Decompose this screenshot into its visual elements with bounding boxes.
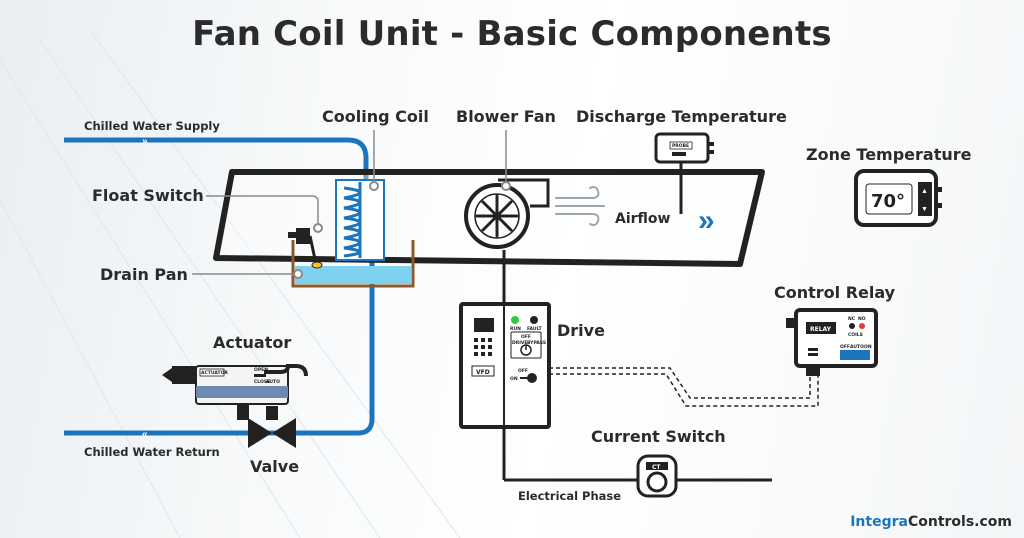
electrical-phase-label: Electrical Phase — [518, 489, 621, 503]
relay-off-label: OFF — [840, 344, 850, 350]
cooling-coil-pointer — [369, 181, 379, 191]
drive-fault-label: FAULT — [527, 326, 543, 332]
float-switch-pointer — [313, 223, 323, 233]
drive-vfd-label: VFD — [476, 369, 490, 376]
relay-auto-label: AUTO — [850, 344, 864, 350]
drive-off-label: OFF — [521, 334, 531, 340]
actuator — [162, 364, 308, 420]
float-switch-label: Float Switch — [92, 186, 204, 205]
vfd-drive — [459, 302, 551, 429]
valve — [248, 406, 296, 448]
leader-lines — [192, 130, 507, 275]
drain-pan — [291, 240, 415, 288]
blower-fan-pointer — [501, 181, 511, 191]
zone-temp-reading: 70° — [871, 191, 905, 212]
actuator-plate-label: ACTUATOR — [201, 370, 228, 376]
brand-logo: IntegraControls.com — [850, 514, 1012, 530]
page-title: Fan Coil Unit - Basic Components — [192, 14, 832, 54]
drive-drive-label: DRIVE — [512, 340, 527, 346]
zone-temperature-label: Zone Temperature — [806, 145, 972, 164]
drive-on-label: ON — [510, 376, 518, 382]
valve-label: Valve — [250, 457, 299, 476]
discharge-temperature-label: Discharge Temperature — [576, 107, 787, 126]
background-lines — [0, 29, 461, 538]
drive-off2-label: OFF — [518, 368, 528, 374]
actuator-auto-label: AUTO — [266, 379, 280, 385]
zone-thermostat: ▲ ▼ — [854, 169, 942, 227]
relay-on-label: ON — [864, 344, 872, 350]
airflow-wind-icon — [555, 186, 605, 226]
current-switch — [636, 454, 678, 498]
cooling-coil-label: Cooling Coil — [322, 107, 429, 126]
relay-nc-label: NC — [848, 316, 856, 322]
relay-no-label: NO — [858, 316, 866, 322]
chilled-water-return-label: Chilled Water Return — [84, 445, 220, 459]
ct-label: CT — [652, 464, 661, 471]
supply-flow-arrow: » — [142, 136, 148, 147]
blower-fan — [464, 178, 550, 249]
drive-label: Drive — [557, 321, 605, 340]
relay-coils-label: COILS — [848, 332, 863, 338]
control-relay — [786, 308, 878, 376]
airflow-arrow-icon: » — [698, 204, 715, 237]
zone-temp-up-icon: ▲ — [921, 188, 928, 195]
zone-temp-down-icon: ▼ — [921, 206, 928, 213]
actuator-close-label: CLOSE — [254, 379, 270, 385]
actuator-label: Actuator — [213, 333, 291, 352]
chilled-water-supply-label: Chilled Water Supply — [84, 119, 220, 133]
current-switch-label: Current Switch — [591, 427, 726, 446]
control-relay-label: Control Relay — [774, 283, 896, 302]
relay-drive-wiring — [549, 360, 811, 399]
drive-run-label: RUN — [510, 326, 521, 332]
return-flow-arrow: « — [142, 429, 148, 440]
cooling-coil — [335, 179, 385, 261]
brand-part1: Integra — [850, 514, 908, 530]
drive-bypass-label: BYPASS — [527, 340, 546, 346]
float-switch — [288, 228, 323, 269]
relay-label: RELAY — [810, 326, 832, 333]
probe-label: PROBE — [672, 143, 689, 149]
drain-pan-label: Drain Pan — [100, 265, 188, 284]
supply-pipe — [64, 137, 369, 262]
drain-pan-pointer — [293, 269, 303, 279]
airflow-label: Airflow — [615, 211, 671, 227]
discharge-temp-sensor — [654, 132, 714, 214]
blower-fan-label: Blower Fan — [456, 107, 556, 126]
relay-drive-wiring-2 — [549, 360, 819, 407]
actuator-open-label: OPEN — [254, 367, 268, 373]
brand-part2: Controls.com — [907, 514, 1012, 530]
return-pipe — [64, 262, 375, 436]
